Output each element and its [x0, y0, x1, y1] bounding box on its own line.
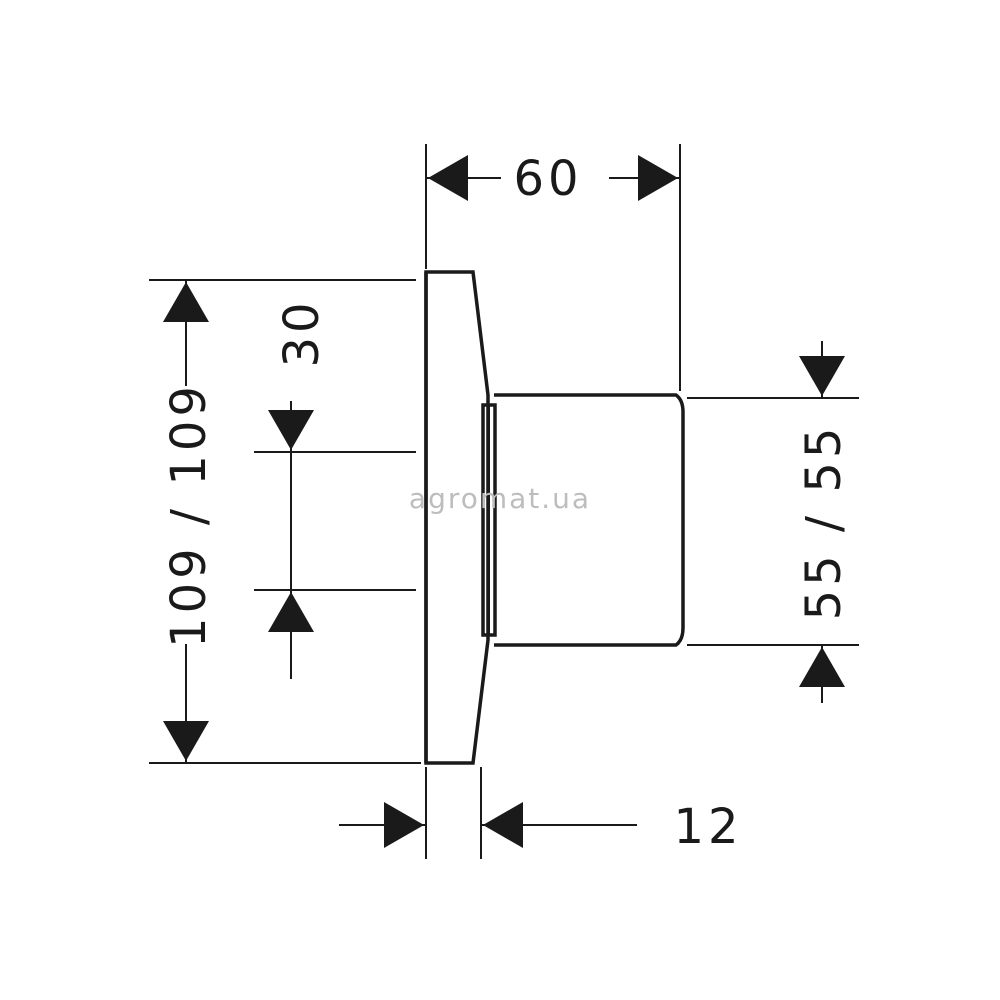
- arrow-gap-up: [268, 592, 314, 632]
- arrow-depth-right: [384, 802, 424, 848]
- dimension-label-depth: 12: [673, 799, 742, 855]
- dimension-label-width: 60: [513, 151, 582, 207]
- dimension-handle-55: 55 / 55: [687, 341, 859, 703]
- handle-outline: [494, 393, 685, 647]
- dimension-label-height: 109 / 109: [161, 382, 217, 648]
- product-outline: [424, 270, 685, 765]
- arrow-handle-up: [799, 647, 845, 687]
- arrow-handle-down: [799, 356, 845, 396]
- dimension-width-60: 60: [425, 144, 681, 391]
- dimension-height-109: 109 / 109: [149, 279, 421, 764]
- dimension-label-gap: 30: [274, 298, 330, 367]
- dimension-depth-12: 12: [339, 767, 742, 859]
- wall-plate-outline: [424, 270, 490, 765]
- arrow-left: [428, 155, 468, 201]
- arrow-gap-down: [268, 410, 314, 450]
- watermark-text: agromat.ua: [409, 482, 591, 515]
- dimension-label-handle: 55 / 55: [796, 424, 852, 621]
- arrow-right: [638, 155, 678, 201]
- dimension-gap-30: 30: [254, 298, 416, 679]
- arrow-down: [163, 721, 209, 761]
- arrow-depth-left: [483, 802, 523, 848]
- arrow-up: [163, 282, 209, 322]
